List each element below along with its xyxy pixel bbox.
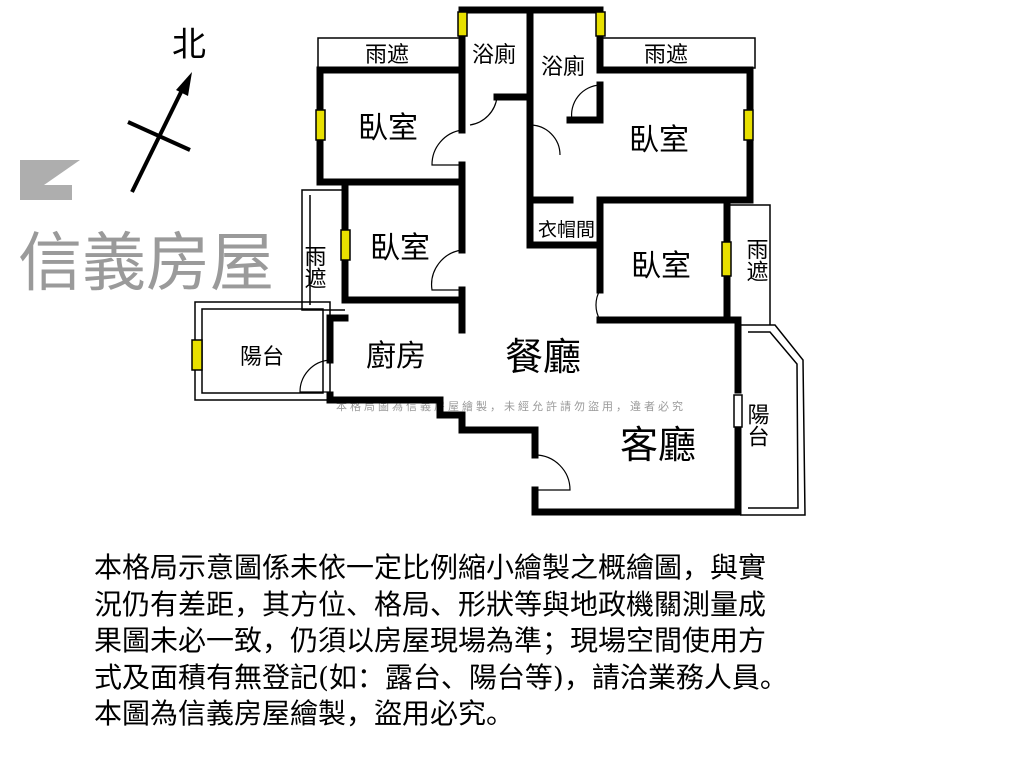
watermark-logo-text: 信義房屋 xyxy=(18,227,274,301)
label-balcony-right: 陽台 xyxy=(744,403,769,447)
label-bedroom-top-right: 臥室 xyxy=(629,123,689,158)
label-closet: 衣帽間 xyxy=(538,219,595,241)
label-kitchen: 廚房 xyxy=(366,339,426,374)
label-bedroom-top-left: 臥室 xyxy=(358,111,418,146)
door-swings xyxy=(299,84,630,491)
note-line: 果圖未必一致，仍須以房屋現場為準；現場空間使用方 xyxy=(94,624,767,657)
note-line: 況仍有差距，其方位、格局、形狀等與地政機關測量成 xyxy=(94,587,767,621)
label-bedroom-mid-left: 臥室 xyxy=(370,231,430,266)
label-bedroom-mid-right: 臥室 xyxy=(631,249,691,284)
label-rain-cover-left: 雨遮 xyxy=(301,245,327,289)
disclaimer-notes: 本格局示意圖係未依一定比例縮小繪製之概繪圖，與實 況仍有差距，其方位、格局、形狀… xyxy=(94,550,954,733)
rain-cover-outlines xyxy=(194,37,806,516)
walls xyxy=(316,6,754,516)
label-dining: 餐廳 xyxy=(505,335,581,379)
windows xyxy=(191,11,754,428)
note-line: 本圖為信義房屋繪製，盜用必究。 xyxy=(94,697,515,730)
note-line: 式及面積有無登記(如：露台、陽台等)，請洽業務人員。 xyxy=(94,660,788,694)
label-bath-left: 浴廁 xyxy=(472,43,516,68)
label-rain-cover-right: 雨遮 xyxy=(743,238,769,282)
label-rain-cover-top-right: 雨遮 xyxy=(644,43,688,68)
watermark-logo: 信義房屋 本格局圖為信義房屋繪製，未經允許請勿盜用，違者必究 xyxy=(18,160,683,413)
north-label: 北 xyxy=(172,25,206,65)
note-line: 本格局示意圖係未依一定比例縮小繪製之概繪圖，與實 xyxy=(94,551,767,584)
label-rain-cover-top-left: 雨遮 xyxy=(365,43,409,68)
label-living: 客廳 xyxy=(620,423,696,467)
floor-plan: 北 信義房屋 本格局圖為信義房屋繪製，未經允許請勿盜用，違者必究 xyxy=(18,6,806,516)
north-arrow-icon xyxy=(127,72,192,193)
label-balcony-left: 陽台 xyxy=(240,345,284,370)
label-bath-right: 浴廁 xyxy=(541,55,585,80)
